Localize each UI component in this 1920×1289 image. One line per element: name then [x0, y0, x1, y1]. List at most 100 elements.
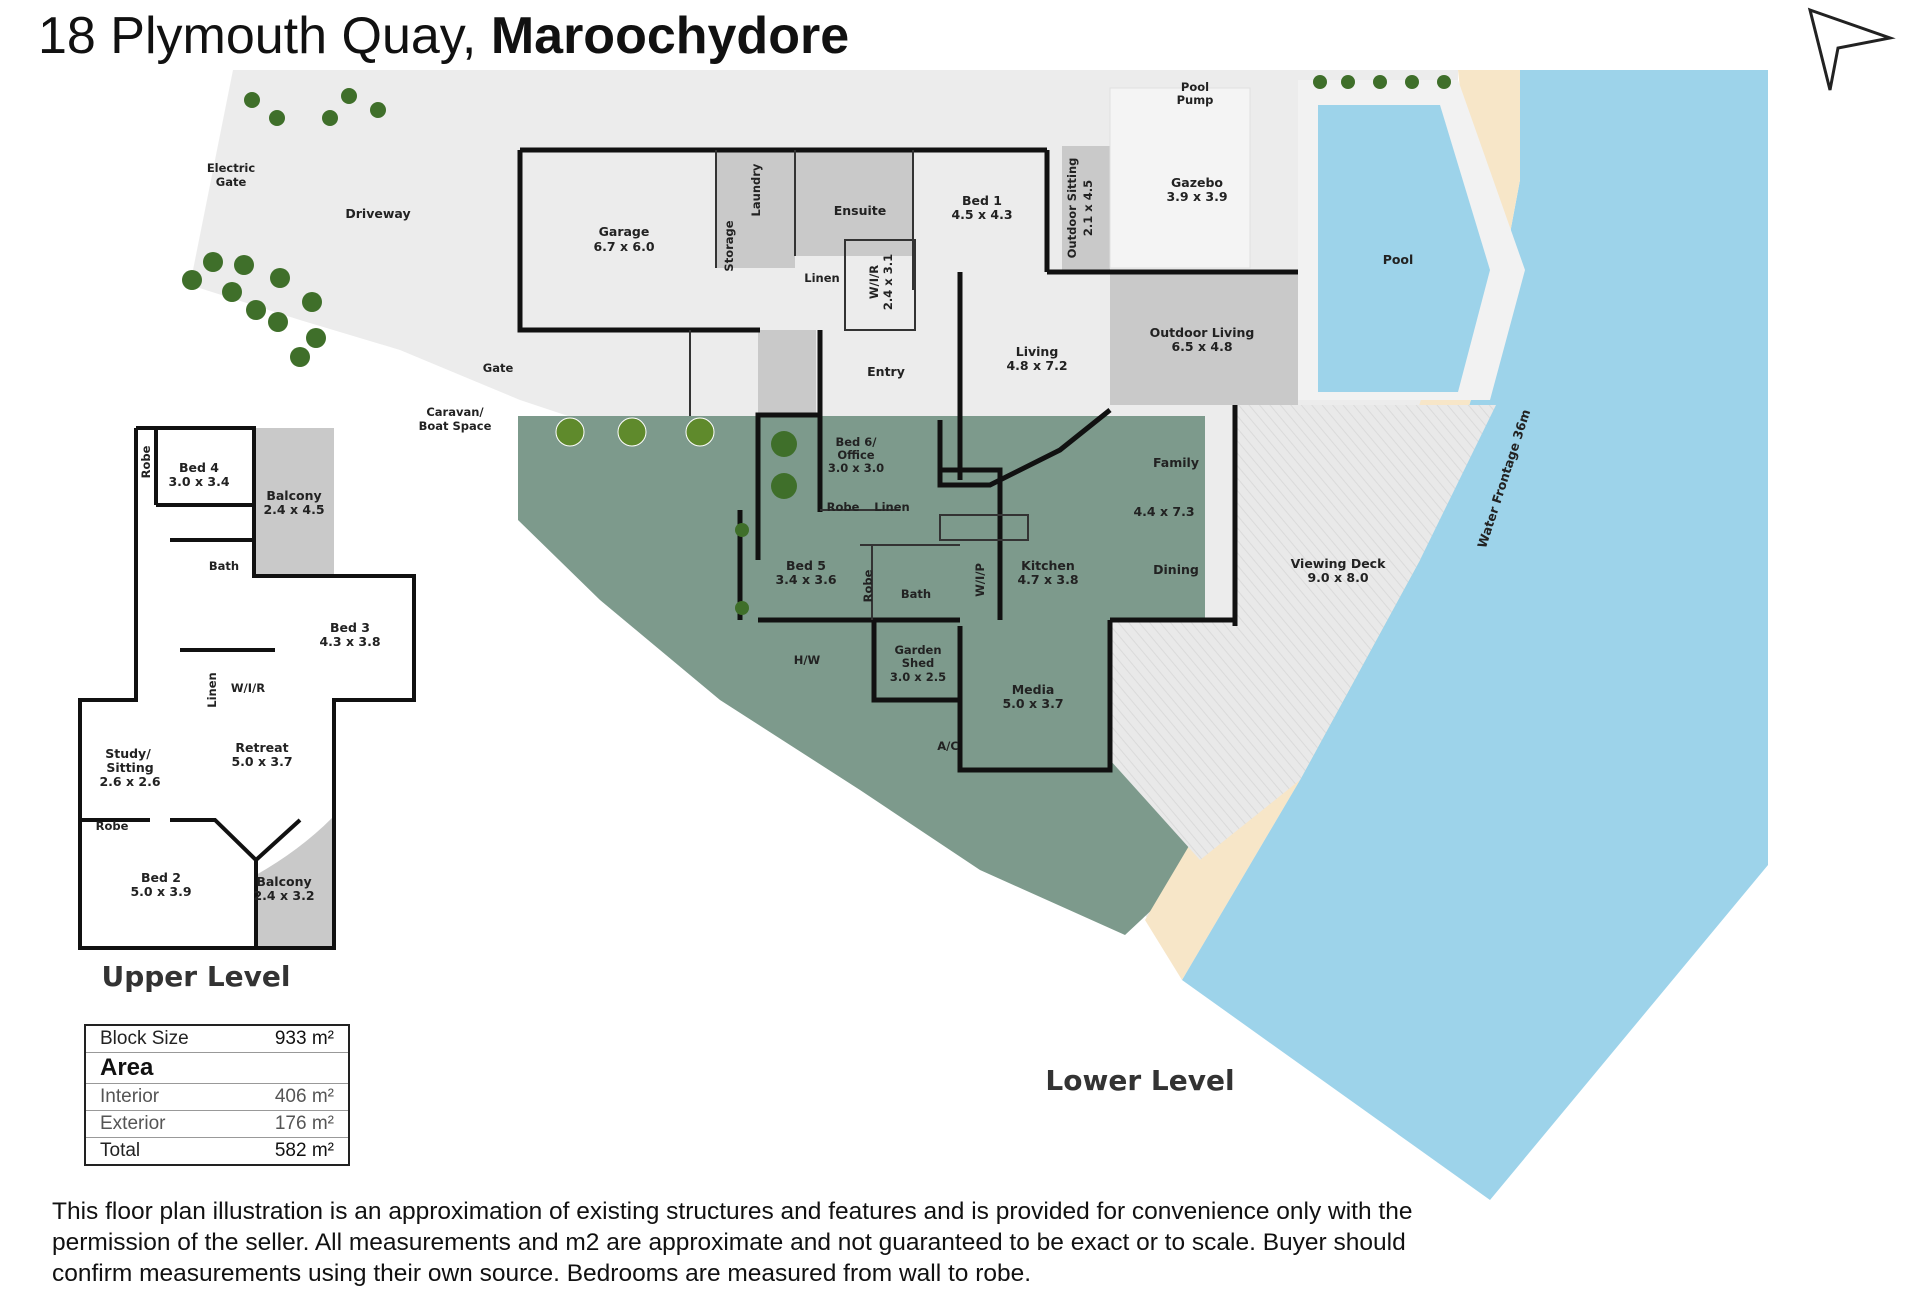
label-family-dining-size: 4.4 x 7.3 — [1133, 504, 1194, 519]
svg-text:5.0 x 3.9: 5.0 x 3.9 — [130, 884, 191, 899]
viewing-deck-area — [1110, 405, 1496, 860]
svg-text:Boat Space: Boat Space — [419, 419, 492, 433]
upper-balcony-a — [254, 428, 334, 576]
label-study: Study/ — [105, 746, 151, 761]
label-gate: Gate — [483, 361, 514, 375]
upper-level-label: Upper Level — [101, 960, 290, 993]
svg-text:2.1 x 4.5: 2.1 x 4.5 — [1081, 180, 1095, 236]
label-garden-shed: Garden — [894, 643, 941, 657]
svg-text:3.0 x 3.4: 3.0 x 3.4 — [168, 474, 229, 489]
ensuite-area — [795, 150, 913, 256]
label-electric-gate: Electric — [207, 161, 256, 175]
interior-row: Interior 406 m² — [86, 1083, 348, 1110]
label-balcony-b: Balcony — [256, 874, 311, 889]
svg-text:4.8 x 7.2: 4.8 x 7.2 — [1006, 358, 1067, 373]
pool-water — [1318, 105, 1490, 392]
suburb-text: Maroochydore — [490, 7, 850, 65]
label-laundry: Laundry — [749, 163, 763, 216]
svg-text:3.0 x 3.0: 3.0 x 3.0 — [828, 461, 884, 475]
upper-walls — [78, 426, 416, 950]
north-arrow-icon — [1807, 7, 1896, 91]
svg-text:4.7 x 3.8: 4.7 x 3.8 — [1017, 572, 1078, 587]
label-linen-1: Linen — [804, 271, 839, 285]
svg-text:Gate: Gate — [216, 175, 247, 189]
interior-label: Interior — [100, 1086, 160, 1107]
label-storage: Storage — [722, 220, 736, 271]
label-ac: A/C — [937, 739, 959, 753]
lower-level-label: Lower Level — [1045, 1064, 1234, 1097]
label-outdoor-sitting: Outdoor Sitting — [1065, 158, 1079, 259]
label-media: Media — [1012, 682, 1055, 697]
svg-text:Office: Office — [837, 448, 874, 462]
label-wip: W/I/P — [973, 563, 987, 597]
interior-value: 406 m² — [274, 1086, 334, 1107]
total-label: Total — [100, 1140, 141, 1161]
gazebo-area — [1109, 87, 1251, 269]
svg-text:5.0 x 3.7: 5.0 x 3.7 — [231, 754, 292, 769]
label-retreat: Retreat — [235, 740, 288, 755]
label-wir-upper: W/I/R — [231, 681, 265, 695]
svg-text:2.6 x 2.6: 2.6 x 2.6 — [99, 774, 160, 789]
label-kitchen: Kitchen — [1021, 558, 1075, 573]
entry-grey — [758, 330, 816, 416]
block-size-row: Block Size 933 m² — [86, 1026, 348, 1052]
label-robe-a: Robe — [139, 445, 153, 478]
label-balcony-a: Balcony — [266, 488, 321, 503]
label-wir-1: W/I/R — [867, 265, 881, 299]
label-linen-2: Linen — [874, 500, 909, 514]
label-driveway: Driveway — [345, 206, 410, 221]
block-size-value: 933 m² — [274, 1028, 334, 1049]
svg-text:3.4 x 3.6: 3.4 x 3.6 — [775, 572, 836, 587]
tree-icon — [182, 75, 1451, 615]
water-area — [1182, 70, 1768, 1200]
svg-text:6.7 x 6.0: 6.7 x 6.0 — [593, 239, 654, 254]
exterior-label: Exterior — [100, 1113, 166, 1134]
label-outdoor-living: Outdoor Living — [1150, 325, 1255, 340]
label-viewing-deck: Viewing Deck — [1291, 556, 1387, 571]
exterior-row: Exterior 176 m² — [86, 1110, 348, 1137]
block-size-label: Block Size — [100, 1028, 189, 1049]
upper-labels: Robe Bed 4 3.0 x 3.4 Balcony 2.4 x 4.5 B… — [96, 445, 381, 993]
label-bath-upper: Bath — [209, 559, 239, 573]
laundry-area — [716, 150, 795, 268]
svg-text:4.5 x 4.3: 4.5 x 4.3 — [951, 207, 1012, 222]
outdoor-living-area — [1110, 272, 1298, 405]
total-value: 582 m² — [274, 1140, 334, 1161]
label-entry: Entry — [867, 364, 905, 379]
label-caravan: Caravan/ — [426, 405, 484, 419]
outdoor-sitting-area — [1062, 146, 1110, 272]
label-ensuite: Ensuite — [834, 203, 887, 218]
label-pool: Pool — [1383, 252, 1414, 267]
label-living: Living — [1016, 344, 1059, 359]
label-family: Family — [1153, 455, 1199, 470]
area-heading: Area — [86, 1052, 348, 1083]
svg-text:4.3 x 3.8: 4.3 x 3.8 — [319, 634, 380, 649]
label-pool-pump: Pool — [1181, 80, 1209, 94]
label-bed6: Bed 6/ — [835, 435, 877, 449]
label-bed3: Bed 3 — [330, 620, 370, 635]
svg-text:Pump: Pump — [1177, 93, 1214, 107]
label-robe-1: Robe — [827, 500, 860, 514]
lower-walls-thin — [689, 150, 1029, 620]
lower-labels: Electric Gate Driveway Garage 6.7 x 6.0 … — [207, 80, 1533, 1097]
svg-text:6.5 x 4.8: 6.5 x 4.8 — [1171, 339, 1232, 354]
label-gazebo: Gazebo — [1171, 175, 1223, 190]
palm-icon — [555, 417, 715, 447]
svg-text:2.4 x 3.2: 2.4 x 3.2 — [253, 888, 314, 903]
svg-text:5.0 x 3.7: 5.0 x 3.7 — [1002, 696, 1063, 711]
svg-text:2.4 x 3.1: 2.4 x 3.1 — [881, 254, 895, 310]
label-garage: Garage — [599, 224, 650, 239]
label-robe-2: Robe — [861, 569, 875, 602]
page-title: 18 Plymouth Quay, Maroochydore — [38, 6, 849, 66]
svg-text:Shed: Shed — [902, 656, 935, 670]
svg-text:3.9 x 3.9: 3.9 x 3.9 — [1166, 189, 1227, 204]
label-bath-lower: Bath — [901, 587, 931, 601]
label-dining: Dining — [1153, 562, 1199, 577]
upper-balcony-b — [256, 818, 332, 948]
label-bed2: Bed 2 — [141, 870, 181, 885]
label-bed1: Bed 1 — [962, 193, 1002, 208]
address-text: 18 Plymouth Quay, — [38, 7, 477, 65]
label-robe-b: Robe — [96, 819, 129, 833]
svg-text:2.4 x 4.5: 2.4 x 4.5 — [263, 502, 324, 517]
